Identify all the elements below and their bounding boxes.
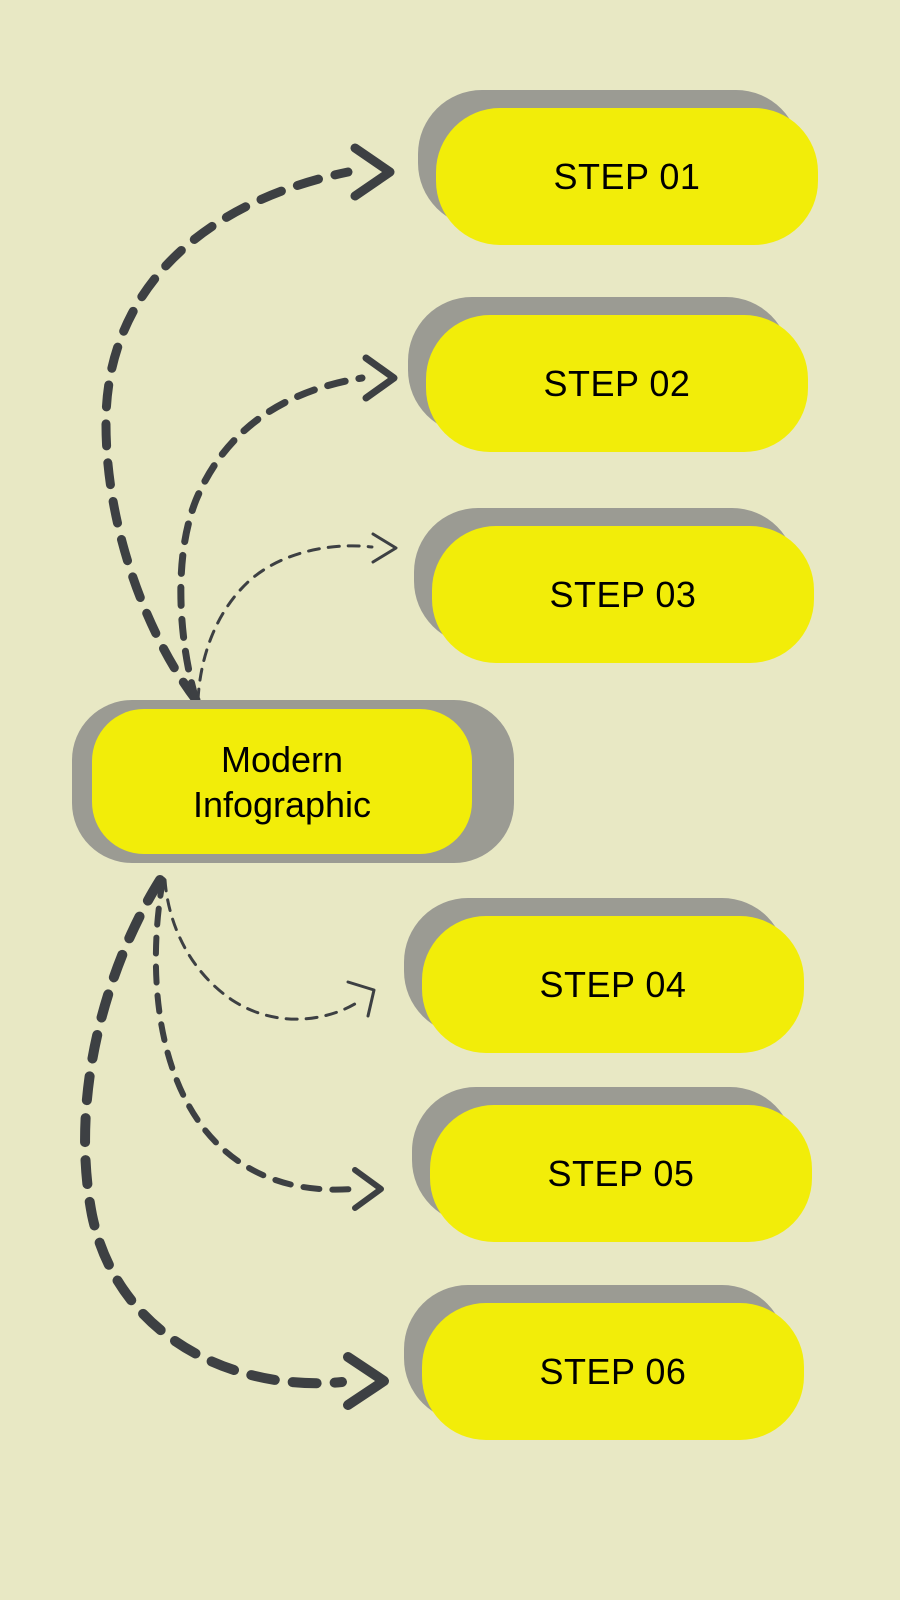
step-node-6[interactable]: STEP 06 [404, 1285, 804, 1440]
arrow-to-step-04 [163, 878, 376, 1021]
step-node-label: STEP 04 [539, 963, 687, 1005]
step-node-label: STEP 05 [547, 1152, 695, 1194]
step-node-label: STEP 02 [543, 362, 691, 404]
arrow-to-step-05 [152, 877, 384, 1211]
step-node-4[interactable]: STEP 04 [404, 898, 804, 1053]
center-node-label-line2: Infographic [192, 783, 372, 825]
step-node-label: STEP 06 [539, 1350, 687, 1392]
center-node-label-line1: Modern [220, 738, 344, 780]
step-node-face: STEP 01 [436, 108, 818, 245]
step-node-2[interactable]: STEP 02 [408, 297, 808, 452]
step-node-5[interactable]: STEP 05 [412, 1087, 812, 1242]
step-node-label: STEP 03 [549, 573, 697, 615]
step-node-1[interactable]: STEP 01 [418, 90, 818, 245]
arrow-to-step-02 [177, 354, 398, 704]
step-node-face: STEP 03 [432, 526, 814, 663]
center-node-face: Modern Infographic [92, 709, 472, 854]
arrow-to-step-03 [196, 532, 398, 702]
center-node-label: Modern Infographic [193, 737, 371, 827]
step-node-face: STEP 02 [426, 315, 808, 452]
center-node[interactable]: Modern Infographic [72, 700, 514, 863]
step-node-3[interactable]: STEP 03 [414, 508, 814, 663]
step-node-face: STEP 04 [422, 916, 804, 1053]
step-node-face: STEP 06 [422, 1303, 804, 1440]
step-node-label: STEP 01 [553, 155, 701, 197]
step-node-face: STEP 05 [430, 1105, 812, 1242]
arrow-to-step-06 [80, 875, 389, 1410]
arrow-to-step-01 [101, 143, 395, 705]
